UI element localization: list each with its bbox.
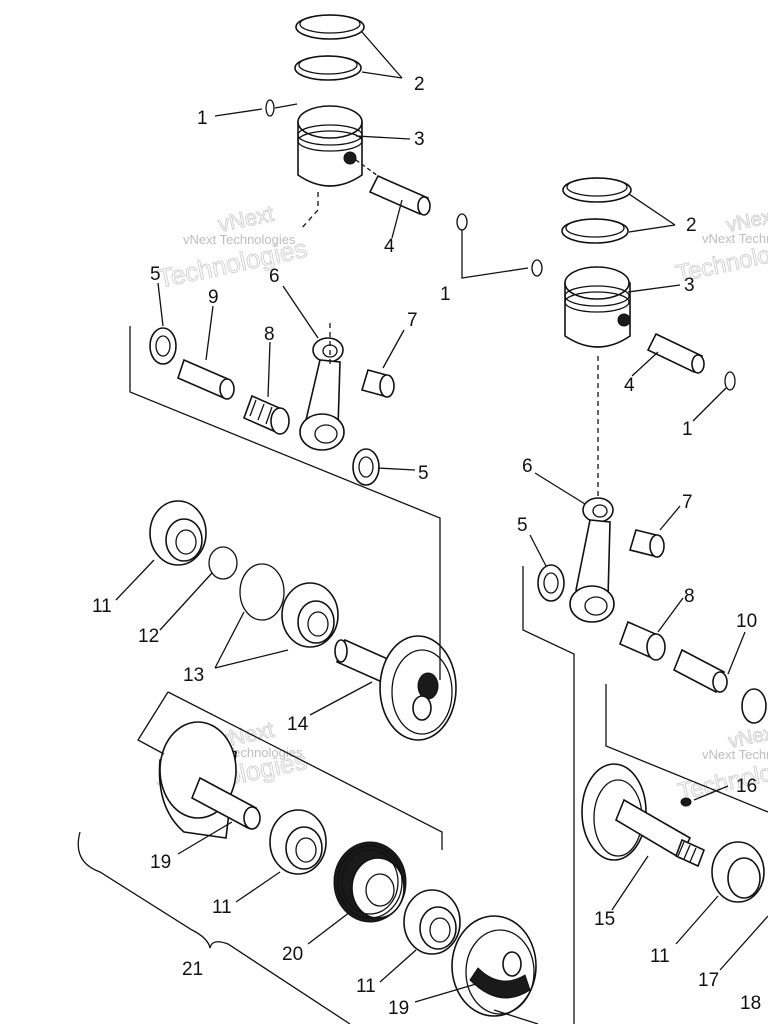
callout-10: 10 bbox=[736, 611, 757, 632]
callout-labels: 1 2 3 4 1 2 3 4 1 5 9 6 8 7 5 6 7 5 8 10… bbox=[92, 74, 761, 1019]
leader-lines bbox=[115, 31, 768, 1003]
watermark-text: vNext Technologies bbox=[702, 231, 768, 246]
callout-5: 5 bbox=[150, 264, 161, 285]
callout-11: 11 bbox=[650, 946, 670, 967]
callout-7: 7 bbox=[682, 492, 693, 513]
main-bearing-left-upper bbox=[149, 500, 207, 566]
thrust-washer-right-lower bbox=[741, 688, 767, 724]
callout-12: 12 bbox=[138, 626, 159, 647]
callout-15: 15 bbox=[594, 909, 615, 930]
callout-4: 4 bbox=[624, 375, 635, 396]
callout-8: 8 bbox=[684, 586, 695, 607]
main-bearing-right-lower bbox=[711, 841, 765, 903]
callout-2: 2 bbox=[414, 74, 425, 95]
thrust-washer-left-upper bbox=[149, 327, 177, 365]
main-bearing-center bbox=[403, 889, 461, 955]
piston-rings-right bbox=[561, 177, 632, 244]
callout-19: 19 bbox=[150, 852, 171, 873]
snap-ring-small bbox=[208, 546, 238, 580]
callout-11: 11 bbox=[356, 976, 376, 997]
piston-pin-right bbox=[646, 332, 705, 374]
callout-8: 8 bbox=[264, 324, 275, 345]
connecting-rod-right bbox=[569, 497, 615, 623]
piston-pin-left bbox=[355, 159, 431, 216]
callout-9: 9 bbox=[208, 287, 219, 308]
callout-17: 17 bbox=[698, 970, 719, 991]
circlip-left bbox=[265, 99, 275, 117]
crankshaft-right bbox=[581, 763, 706, 868]
main-bearing-left-lower bbox=[269, 809, 327, 875]
callout-7: 7 bbox=[407, 310, 418, 331]
callout-21: 21 bbox=[182, 959, 203, 980]
callout-5: 5 bbox=[418, 463, 429, 484]
labyrinth-seal bbox=[333, 841, 407, 923]
callout-16: 16 bbox=[736, 776, 757, 797]
needle-bearing-right-large bbox=[618, 620, 666, 661]
crankshaft-outer-left bbox=[158, 721, 261, 839]
piston-left bbox=[297, 105, 363, 187]
callout-11: 11 bbox=[212, 897, 232, 918]
piston-rings-left bbox=[294, 14, 365, 81]
needle-bearing-right-small bbox=[628, 529, 665, 558]
assembly-lines bbox=[77, 103, 768, 1024]
crankshaft-left bbox=[334, 635, 457, 741]
woodruff-key bbox=[680, 797, 692, 807]
callout-2: 2 bbox=[686, 215, 697, 236]
callout-3: 3 bbox=[414, 129, 425, 150]
callout-5: 5 bbox=[517, 515, 528, 536]
callout-1: 1 bbox=[197, 108, 208, 129]
circlip-center bbox=[456, 213, 468, 231]
watermark-text: vNext Technologies bbox=[702, 747, 768, 762]
main-bearing-left-mid bbox=[281, 582, 339, 648]
thrust-washer-right-upper bbox=[537, 564, 565, 602]
callout-14: 14 bbox=[287, 714, 309, 735]
watermark-top-left: vNext vNext Technologies Technologies bbox=[155, 200, 311, 294]
callout-13: 13 bbox=[183, 665, 204, 686]
callout-18: 18 bbox=[740, 993, 761, 1014]
crank-pin-right bbox=[672, 648, 728, 694]
callout-1: 1 bbox=[682, 419, 693, 440]
needle-bearing-left-large bbox=[242, 394, 290, 435]
piston-right bbox=[564, 266, 631, 348]
callout-20: 20 bbox=[282, 944, 303, 965]
thrust-washer-left-lower bbox=[352, 448, 380, 486]
connecting-rod-left bbox=[299, 337, 345, 451]
callout-6: 6 bbox=[269, 266, 280, 287]
callout-11: 11 bbox=[92, 596, 112, 617]
snap-ring-large bbox=[239, 563, 285, 621]
callout-19: 19 bbox=[388, 998, 409, 1019]
callout-3: 3 bbox=[684, 275, 695, 296]
callout-1: 1 bbox=[440, 284, 451, 305]
callout-4: 4 bbox=[384, 236, 395, 257]
crank-pin-left bbox=[177, 358, 235, 400]
needle-bearing-left-small bbox=[360, 369, 395, 398]
circlip-right-top bbox=[531, 259, 543, 277]
circlip-right-bottom bbox=[724, 371, 736, 391]
callout-6: 6 bbox=[522, 456, 533, 477]
crankshaft-center-flywheel bbox=[451, 915, 537, 1017]
watermark-text: vNext Technologies bbox=[183, 232, 296, 247]
